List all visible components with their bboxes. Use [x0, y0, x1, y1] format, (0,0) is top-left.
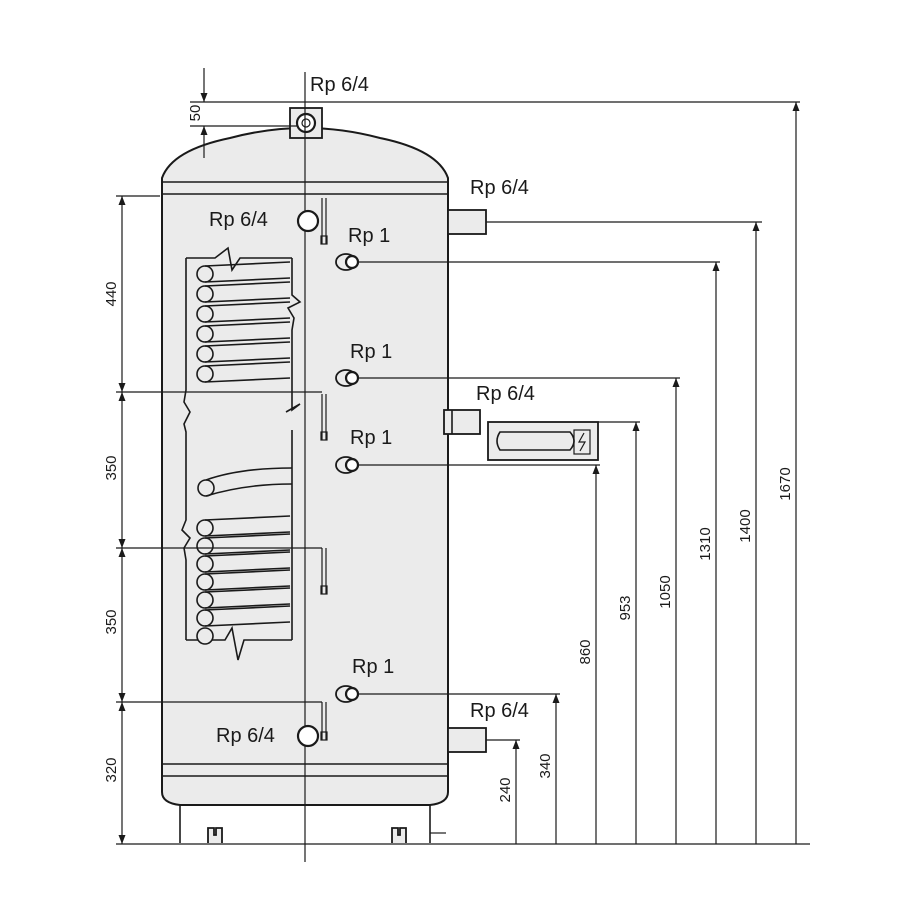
right-dimensions: [512, 102, 800, 844]
lower-coil: [181, 430, 293, 661]
label-side-upper: Rp 6/4: [470, 177, 529, 199]
upper-coil-turns: [196, 261, 291, 383]
rp1-socket-d: [335, 685, 360, 703]
label-rp1-b: Rp 1: [350, 341, 392, 363]
sensor-socket-lower: [296, 724, 320, 748]
electric-heater: [487, 421, 599, 461]
side-pipe-middle: [443, 409, 481, 435]
label-rp1-c: Rp 1: [350, 427, 392, 449]
label-side-lower: Rp 6/4: [470, 700, 529, 722]
rp1-socket-a: [335, 253, 360, 271]
dim-340: 340: [537, 753, 554, 778]
lightning-icon: [577, 432, 587, 452]
sensor-socket-upper: [296, 209, 320, 233]
upper-coil: [183, 246, 302, 450]
top-outlet-connector: [289, 107, 323, 139]
side-pipe-lower: [447, 727, 487, 753]
dim-1670: 1670: [777, 467, 794, 500]
dim-350-lower: 350: [103, 609, 120, 634]
label-sensor-lower: Rp 6/4: [216, 725, 275, 747]
dim-1310: 1310: [697, 527, 714, 560]
sensor-probes: [320, 198, 328, 741]
dim-440: 440: [103, 281, 120, 306]
dim-350-upper: 350: [103, 455, 120, 480]
label-side-middle: Rp 6/4: [476, 383, 535, 405]
label-top-outlet: Rp 6/4: [310, 74, 369, 96]
dim-953: 953: [617, 595, 634, 620]
rp1-socket-b: [335, 369, 360, 387]
side-pipe-upper: [447, 209, 487, 235]
tank-base: [179, 805, 446, 843]
dim-top-offset: 50: [187, 105, 204, 122]
label-sensor-upper: Rp 6/4: [209, 209, 268, 231]
leader-lines: [116, 101, 810, 845]
left-dimensions: [118, 68, 208, 844]
dim-860: 860: [577, 639, 594, 664]
dim-320: 320: [103, 757, 120, 782]
lower-coil-turns: [196, 515, 291, 645]
dim-240: 240: [497, 777, 514, 802]
label-rp1-a: Rp 1: [348, 225, 390, 247]
dim-1400: 1400: [737, 509, 754, 542]
dim-1050: 1050: [657, 575, 674, 608]
rp1-socket-c: [335, 456, 360, 474]
label-rp1-d: Rp 1: [352, 656, 394, 678]
